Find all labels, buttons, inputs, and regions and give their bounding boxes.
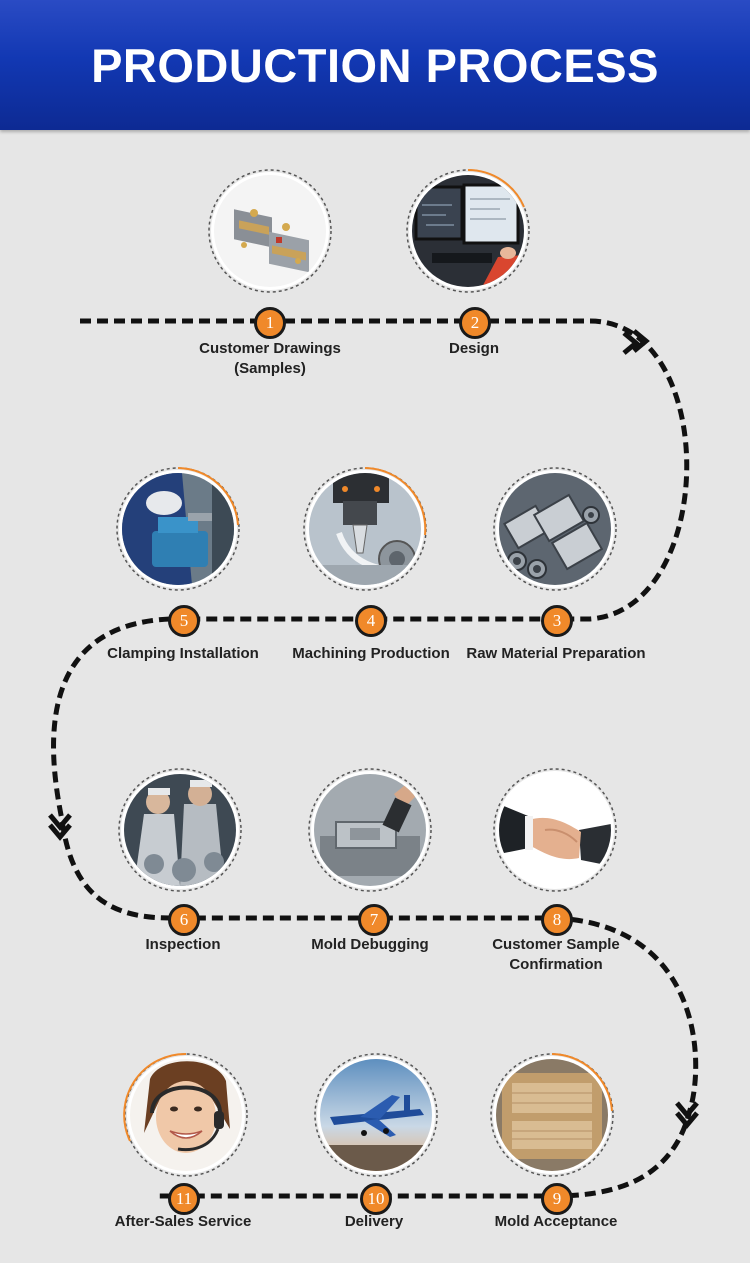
step-8-photo xyxy=(499,774,611,886)
step-7-badge: 7 xyxy=(358,904,390,936)
path-arrows xyxy=(48,329,699,1129)
mold-debugging-photo xyxy=(314,774,426,886)
step-2-badge: 2 xyxy=(459,307,491,339)
computer-design-photo xyxy=(412,175,524,287)
vise-clamping-photo xyxy=(122,473,234,585)
step-4-label: Machining Production xyxy=(292,645,450,662)
step-7-label: Mold Debugging xyxy=(311,936,429,953)
steel-tubes-photo xyxy=(499,473,611,585)
step-8-badge: 8 xyxy=(541,904,573,936)
cnc-machine-photo xyxy=(309,473,421,585)
step-3-badge: 3 xyxy=(541,605,573,637)
step-5-photo xyxy=(122,473,234,585)
step-6-photo xyxy=(124,774,236,886)
step-6-badge: 6 xyxy=(168,904,200,936)
step-8-label: Customer Sample Confirmation xyxy=(492,936,620,973)
step-9-photo xyxy=(496,1059,608,1171)
header-banner: PRODUCTION PROCESS xyxy=(0,0,750,130)
step-5-badge: 5 xyxy=(168,605,200,637)
step-11-photo xyxy=(130,1059,242,1171)
support-agent-photo xyxy=(130,1059,242,1171)
workers-inspection-photo xyxy=(124,774,236,886)
step-3-label: Raw Material Preparation xyxy=(466,645,646,662)
step-4-photo xyxy=(309,473,421,585)
arrow-chevron-icon xyxy=(675,1101,699,1129)
arrow-chevron-icon xyxy=(622,329,650,355)
handshake-photo xyxy=(499,774,611,886)
arrow-chevron-icon xyxy=(48,813,72,841)
step-5-label: Clamping Installation xyxy=(107,645,259,662)
airplane-photo xyxy=(320,1059,432,1171)
page-title: PRODUCTION PROCESS xyxy=(91,38,659,92)
step-1-photo xyxy=(214,175,326,287)
mold-parts-photo xyxy=(214,175,326,287)
step-1-badge: 1 xyxy=(254,307,286,339)
path-row-2 xyxy=(51,616,555,921)
step-10-label: Delivery xyxy=(344,1213,404,1230)
path-row-3 xyxy=(155,915,699,1199)
step-7-photo xyxy=(314,774,426,886)
step-9-label: Mold Acceptance xyxy=(494,1213,618,1230)
step-10-badge: 10 xyxy=(360,1183,392,1215)
path-row-1 xyxy=(80,318,690,622)
step-11-label: After-Sales Service xyxy=(114,1213,252,1230)
step-10-photo xyxy=(320,1059,432,1171)
wooden-crate-photo xyxy=(496,1059,608,1171)
step-2-photo xyxy=(412,175,524,287)
step-2-label: Design xyxy=(448,340,499,357)
step-6-label: Inspection xyxy=(145,936,221,953)
step-4-badge: 4 xyxy=(355,605,387,637)
step-3-photo xyxy=(499,473,611,585)
step-11-badge: 11 xyxy=(168,1183,200,1215)
step-1-label: Customer Drawings (Samples) xyxy=(199,340,341,377)
step-9-badge: 9 xyxy=(541,1183,573,1215)
